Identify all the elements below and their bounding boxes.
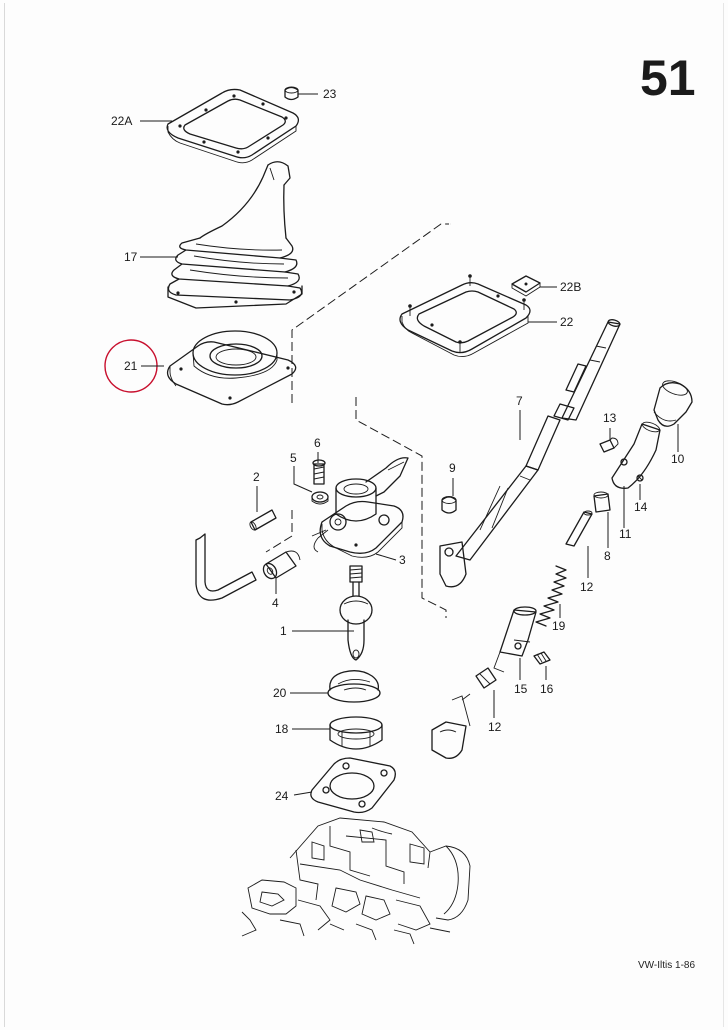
part-2-pin[interactable] (249, 509, 277, 531)
label-3[interactable]: 3 (399, 553, 406, 567)
part-15-coupling[interactable] (493, 606, 537, 673)
part-9-nut[interactable] (441, 496, 457, 514)
part-3-shift-housing[interactable] (311, 457, 409, 558)
label-14[interactable]: 14 (634, 500, 648, 514)
part-7-shift-rod[interactable] (439, 319, 621, 588)
part-17-gear-boot[interactable] (167, 161, 303, 309)
label-6[interactable]: 6 (314, 436, 321, 450)
dash-frame-link (291, 223, 449, 403)
dash-housing-link (355, 397, 447, 618)
part-19-spring[interactable] (535, 565, 567, 627)
part-23-nut[interactable] (284, 86, 299, 101)
page-edge (4, 3, 724, 1027)
part-13-bolt[interactable] (599, 437, 619, 453)
label-2[interactable]: 2 (253, 470, 260, 484)
joint-end (431, 693, 471, 759)
gearbox-housing (241, 817, 471, 945)
label-21[interactable]: 21 (124, 359, 138, 373)
part-12-pin-lower[interactable] (475, 667, 497, 689)
label-17[interactable]: 17 (124, 250, 138, 264)
label-24[interactable]: 24 (275, 789, 289, 803)
label-1[interactable]: 1 (280, 624, 287, 638)
label-16[interactable]: 16 (540, 682, 554, 696)
part-16-set-screw[interactable] (533, 651, 551, 665)
label-20[interactable]: 20 (273, 686, 287, 700)
label-11[interactable]: 11 (619, 527, 632, 541)
label-15[interactable]: 15 (514, 682, 528, 696)
label-8[interactable]: 8 (604, 549, 611, 563)
part-11-lever-end[interactable] (611, 420, 661, 489)
part-14-screw[interactable] (636, 474, 644, 482)
label-5[interactable]: 5 (290, 451, 297, 465)
part-22-frame[interactable] (399, 274, 531, 358)
part-24-gasket[interactable] (310, 757, 396, 814)
part-5-washer[interactable] (311, 491, 329, 505)
label-18[interactable]: 18 (275, 722, 289, 736)
shift-rod-bent (195, 533, 257, 601)
part-labels: 23 22A 17 22B 22 21 7 13 10 6 5 9 2 14 1… (111, 87, 685, 803)
part-1-gear-lever[interactable] (339, 565, 373, 661)
label-13[interactable]: 13 (603, 411, 617, 425)
part-10-knob[interactable] (653, 378, 693, 427)
label-22b[interactable]: 22B (560, 280, 581, 294)
label-7[interactable]: 7 (516, 394, 523, 408)
part-22a-frame[interactable] (166, 88, 300, 164)
part-18-ring[interactable] (329, 716, 383, 750)
part-12-pin-upper[interactable] (565, 510, 593, 547)
label-23[interactable]: 23 (323, 87, 337, 101)
label-19[interactable]: 19 (552, 619, 566, 633)
leader-lines (140, 93, 679, 796)
footer-code: VW-Iltis 1-86 (638, 960, 695, 971)
part-6-screw[interactable] (312, 459, 326, 485)
label-12-lower[interactable]: 12 (488, 720, 502, 734)
part-8-sleeve[interactable] (593, 491, 611, 513)
dash-pin-link (265, 510, 293, 553)
page-number: 51 (640, 50, 696, 106)
part-4-bushing[interactable] (261, 550, 301, 581)
label-12-upper[interactable]: 12 (580, 580, 594, 594)
label-9[interactable]: 9 (449, 461, 456, 475)
label-22a[interactable]: 22A (111, 114, 132, 128)
part-20-spring[interactable] (327, 670, 381, 703)
part-22b-clip[interactable] (511, 275, 541, 297)
label-22[interactable]: 22 (560, 315, 574, 329)
label-10[interactable]: 10 (671, 452, 685, 466)
part-21-seal-plate[interactable] (166, 330, 297, 406)
label-4[interactable]: 4 (272, 596, 279, 610)
